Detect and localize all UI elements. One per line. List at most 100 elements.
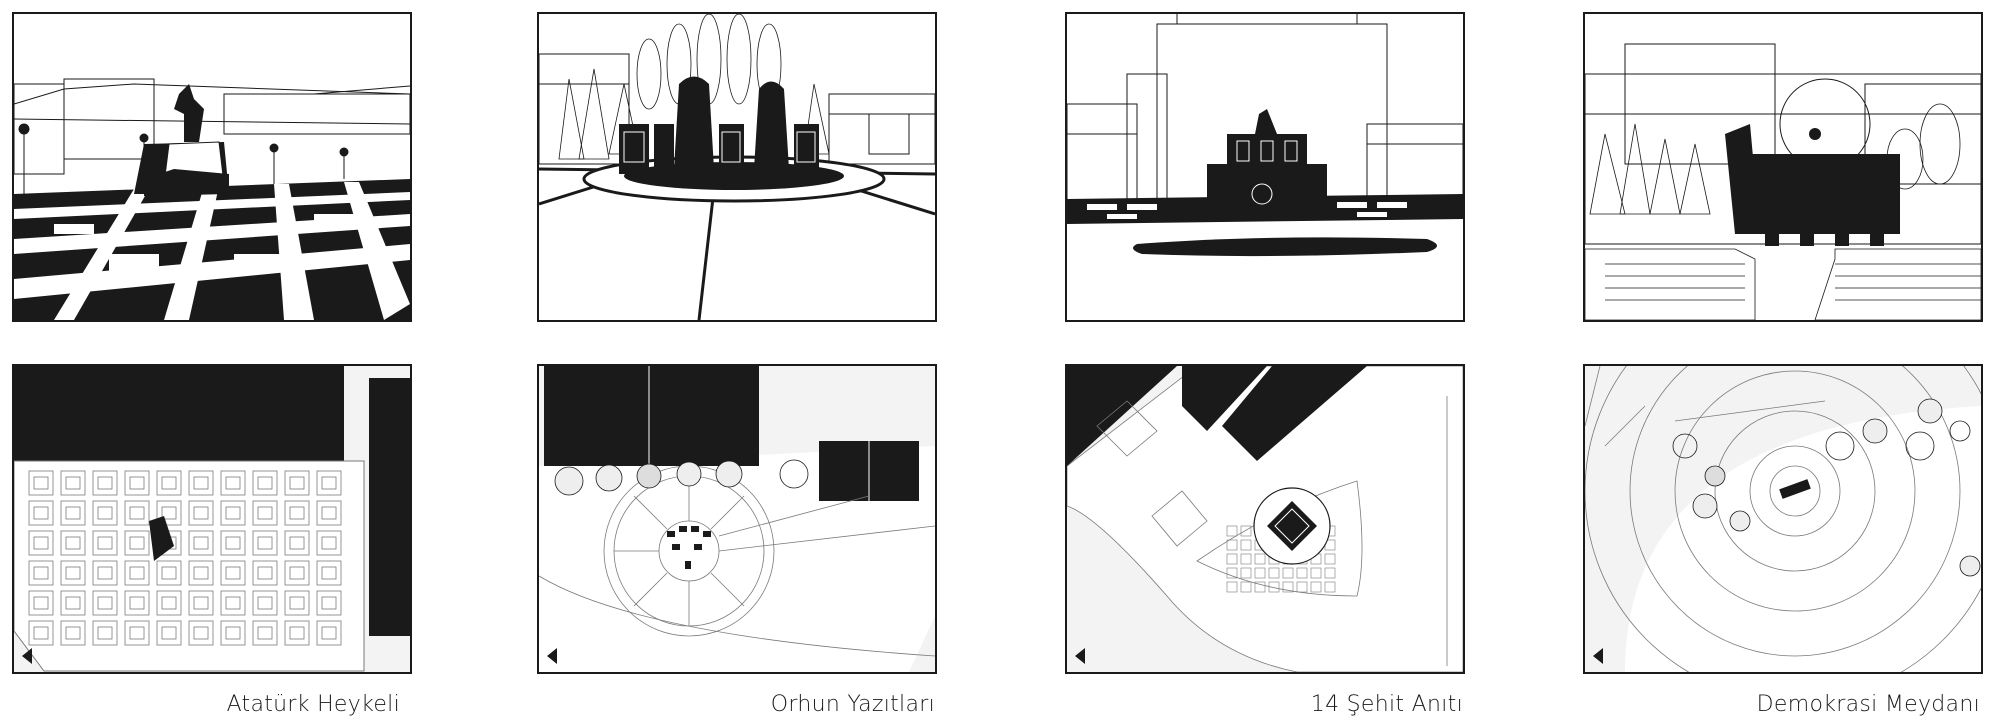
paving-tile bbox=[1296, 581, 1308, 593]
paving-tile-inner bbox=[257, 626, 273, 640]
paving-tile bbox=[1226, 567, 1238, 579]
paving-tile bbox=[1254, 567, 1266, 579]
caption-sehit: 14 Şehit Anıtı bbox=[1310, 692, 1463, 717]
building-block bbox=[14, 366, 344, 461]
paving-tile bbox=[92, 470, 118, 496]
paving-tile bbox=[316, 470, 342, 496]
paving-tile bbox=[60, 620, 86, 646]
plan-view-ataturk bbox=[12, 364, 412, 674]
paving-pattern bbox=[14, 182, 410, 320]
paving-tile bbox=[60, 590, 86, 616]
street-lamps bbox=[18, 123, 349, 194]
paving-tile-inner bbox=[129, 596, 145, 610]
paving-tile bbox=[92, 590, 118, 616]
paving-tile bbox=[1282, 581, 1294, 593]
paving-tile-inner bbox=[225, 536, 241, 550]
monument-structure bbox=[1725, 124, 1900, 246]
paving-tile-inner bbox=[289, 626, 305, 640]
paving-tile-inner bbox=[129, 506, 145, 520]
paving-tile bbox=[316, 590, 342, 616]
paving-tile bbox=[28, 500, 54, 526]
paving-tile bbox=[284, 530, 310, 556]
paving-tile bbox=[28, 560, 54, 586]
paving-tile-inner bbox=[97, 626, 113, 640]
paving-tile-inner bbox=[65, 566, 81, 580]
paving-tile bbox=[28, 620, 54, 646]
paving-tile-inner bbox=[289, 536, 305, 550]
paving-tile bbox=[188, 500, 214, 526]
paving-tile-inner bbox=[225, 626, 241, 640]
paving-tile-inner bbox=[257, 476, 273, 490]
paving-tile bbox=[60, 530, 86, 556]
tree-canopies bbox=[554, 459, 809, 496]
paving-tile bbox=[1226, 539, 1238, 551]
paving-tile bbox=[284, 560, 310, 586]
paving-tile bbox=[92, 560, 118, 586]
paving-tile bbox=[1254, 581, 1266, 593]
perspective-drawing-demokrasi bbox=[1585, 43, 1981, 320]
paving-tile-inner bbox=[33, 536, 49, 550]
paving-tile bbox=[1324, 553, 1336, 565]
paving-tile-inner bbox=[225, 596, 241, 610]
paving-tile-inner bbox=[321, 566, 337, 580]
paving-tile bbox=[28, 530, 54, 556]
paving-tile-inner bbox=[321, 596, 337, 610]
paving-tile bbox=[28, 590, 54, 616]
paving-tile bbox=[1240, 525, 1252, 537]
paving-tile bbox=[220, 620, 246, 646]
paving-tile-inner bbox=[289, 566, 305, 580]
paving-tile bbox=[284, 590, 310, 616]
triangle-left-icon bbox=[1593, 648, 1603, 664]
paving-tile-inner bbox=[161, 566, 177, 580]
paving-tile-inner bbox=[257, 536, 273, 550]
paving-tile bbox=[124, 470, 150, 496]
plan-view-demokrasi bbox=[1583, 364, 1983, 674]
paving-tile-inner bbox=[289, 506, 305, 520]
paving-tile bbox=[156, 560, 182, 586]
paving-tile bbox=[1226, 525, 1238, 537]
paving-tile-inner bbox=[129, 626, 145, 640]
tree-canopies bbox=[1672, 398, 1981, 577]
building-block bbox=[544, 366, 759, 466]
paving-tile-inner bbox=[97, 596, 113, 610]
paving-tile-inner bbox=[161, 476, 177, 490]
paving-tile-inner bbox=[321, 476, 337, 490]
perspective-view-sehit bbox=[1065, 12, 1465, 322]
paving-tile-inner bbox=[193, 536, 209, 550]
paving-tile bbox=[220, 590, 246, 616]
paving-tile bbox=[156, 500, 182, 526]
caption-ataturk: Atatürk Heykeli bbox=[226, 692, 400, 717]
plan-drawing-demokrasi bbox=[1585, 366, 1981, 672]
paving-tile bbox=[284, 620, 310, 646]
monument-footprint bbox=[1267, 501, 1317, 551]
paving-tile bbox=[124, 560, 150, 586]
paving-tile bbox=[1226, 581, 1238, 593]
paving-tile bbox=[60, 470, 86, 496]
paving-tile-inner bbox=[97, 566, 113, 580]
paving-tile-inner bbox=[289, 596, 305, 610]
paving-tile-inner bbox=[193, 476, 209, 490]
paving-tile bbox=[156, 590, 182, 616]
perspective-view-demokrasi bbox=[1583, 12, 1983, 322]
paving-tile bbox=[220, 530, 246, 556]
paving-tile-inner bbox=[289, 476, 305, 490]
figure-statue bbox=[1255, 109, 1277, 134]
paving-tile bbox=[252, 470, 278, 496]
paving-tile-inner bbox=[161, 626, 177, 640]
paving-tile bbox=[284, 470, 310, 496]
paving-tile-inner bbox=[129, 566, 145, 580]
paving-tile-inner bbox=[257, 566, 273, 580]
triangle-left-icon bbox=[22, 648, 32, 664]
paving-tile bbox=[124, 500, 150, 526]
paving-tile bbox=[1226, 553, 1238, 565]
plan-view-sehit bbox=[1065, 364, 1465, 674]
paving-tile-inner bbox=[193, 626, 209, 640]
paving-pattern bbox=[1087, 202, 1407, 219]
concentric-rings bbox=[1585, 366, 1981, 672]
paving-tile bbox=[252, 530, 278, 556]
paving-tile bbox=[92, 620, 118, 646]
paving-tile bbox=[28, 470, 54, 496]
paving-tile-inner bbox=[257, 506, 273, 520]
paving-tile bbox=[1268, 567, 1280, 579]
paving-tile-inner bbox=[193, 566, 209, 580]
